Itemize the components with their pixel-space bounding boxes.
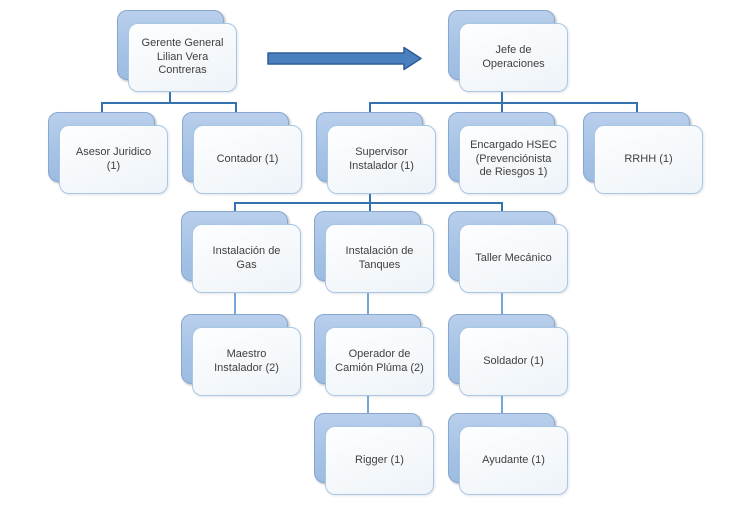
node-label: Soldador (1) — [483, 354, 544, 367]
connector-jefe-horizontal — [369, 102, 638, 104]
connector-operador-rigger — [367, 383, 369, 414]
node-label: Encargado HSEC (Prevenciónista de Riesgo… — [470, 138, 557, 179]
node-label: Ayudante (1) — [482, 453, 545, 466]
node-card[interactable]: Instalación de Tanques — [325, 224, 434, 293]
org-node-rrhh[interactable]: RRHH (1) — [583, 112, 703, 194]
org-node-ayudante[interactable]: Ayudante (1) — [448, 413, 568, 495]
org-node-soldador[interactable]: Soldador (1) — [448, 314, 568, 396]
node-label: Contador (1) — [216, 152, 279, 165]
node-card[interactable]: Soldador (1) — [459, 327, 568, 396]
org-node-instalacion-tanques[interactable]: Instalación de Tanques — [314, 211, 434, 293]
org-node-rigger[interactable]: Rigger (1) — [314, 413, 434, 495]
org-node-instalacion-gas[interactable]: Instalación de Gas — [181, 211, 301, 293]
connector-gas-maestro — [234, 280, 236, 315]
node-label: Asesor Juridico (1) — [75, 145, 152, 172]
node-card[interactable]: Rigger (1) — [325, 426, 434, 495]
org-node-operador-camion-pluma[interactable]: Operador de Camión Plúma (2) — [314, 314, 434, 396]
node-card[interactable]: Encargado HSEC (Prevenciónista de Riesgo… — [459, 125, 568, 194]
node-card[interactable]: Maestro Instalador (2) — [192, 327, 301, 396]
node-card[interactable]: Asesor Juridico (1) — [59, 125, 168, 194]
org-node-taller-mecanico[interactable]: Taller Mecánico — [448, 211, 568, 293]
connector-supervisor-horizontal — [234, 202, 503, 204]
connector-to-contador — [235, 102, 237, 113]
node-label: Operador de Camión Plúma (2) — [335, 347, 424, 374]
org-node-gerente-general[interactable]: Gerente General Lilian Vera Contreras — [117, 10, 237, 92]
org-node-supervisor-instalador[interactable]: Supervisor Instalador (1) — [316, 112, 436, 194]
node-card[interactable]: Taller Mecánico — [459, 224, 568, 293]
connector-jefe-down — [501, 79, 503, 113]
node-card[interactable]: Instalación de Gas — [192, 224, 301, 293]
connector-soldador-ayudante — [501, 383, 503, 414]
node-label: Taller Mecánico — [475, 251, 552, 264]
node-label: Instalación de Gas — [212, 244, 281, 271]
connector-tanques-operador — [367, 280, 369, 315]
node-card[interactable]: Gerente General Lilian Vera Contreras — [128, 23, 237, 92]
right-block-arrow[interactable] — [266, 45, 424, 73]
node-label: Maestro Instalador (2) — [214, 347, 279, 374]
org-node-asesor-juridico[interactable]: Asesor Juridico (1) — [48, 112, 168, 194]
org-node-maestro-instalador[interactable]: Maestro Instalador (2) — [181, 314, 301, 396]
node-card[interactable]: Supervisor Instalador (1) — [327, 125, 436, 194]
node-label: Jefe de Operaciones — [482, 43, 545, 70]
connector-taller-soldador — [501, 280, 503, 315]
connector-to-asesor — [101, 102, 103, 113]
connector-to-gas — [234, 202, 236, 212]
org-node-encargado-hsec[interactable]: Encargado HSEC (Prevenciónista de Riesgo… — [448, 112, 568, 194]
node-card[interactable]: Operador de Camión Plúma (2) — [325, 327, 434, 396]
node-card[interactable]: RRHH (1) — [594, 125, 703, 194]
node-label: Supervisor Instalador (1) — [349, 145, 414, 172]
node-label: Instalación de Tanques — [345, 244, 414, 271]
node-label: RRHH (1) — [624, 152, 673, 165]
node-card[interactable]: Jefe de Operaciones — [459, 23, 568, 92]
node-label: Gerente General Lilian Vera Contreras — [141, 36, 224, 77]
org-node-jefe-operaciones[interactable]: Jefe de Operaciones — [448, 10, 568, 92]
connector-to-supervisor — [369, 102, 371, 113]
connector-to-rrhh — [636, 102, 638, 113]
node-card[interactable]: Contador (1) — [193, 125, 302, 194]
connector-to-taller — [501, 202, 503, 212]
connector-gerente-horizontal — [101, 102, 237, 104]
node-label: Rigger (1) — [355, 453, 404, 466]
connector-supervisor-down — [369, 181, 371, 212]
org-node-contador[interactable]: Contador (1) — [182, 112, 302, 194]
node-card[interactable]: Ayudante (1) — [459, 426, 568, 495]
